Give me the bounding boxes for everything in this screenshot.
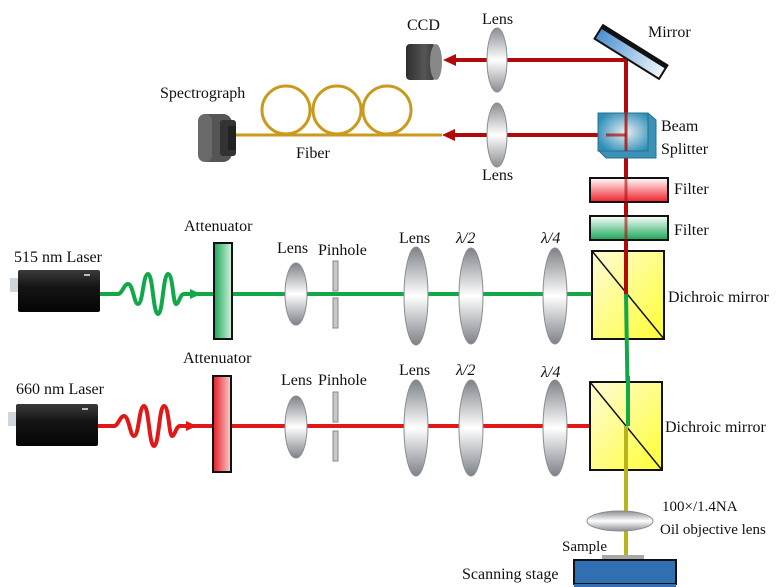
attenuator-green-label: Attenuator	[184, 218, 253, 235]
fiber	[236, 84, 442, 137]
lens-green-1	[284, 262, 308, 326]
arrow-to-fiber	[442, 129, 455, 141]
ccd-camera	[406, 44, 442, 80]
green-wave	[100, 271, 196, 317]
filter-green-label: Filter	[674, 222, 709, 239]
lens-red-2-label: Lens	[399, 362, 430, 379]
filter-red	[589, 177, 669, 203]
laser-660	[8, 404, 98, 446]
mirror-label: Mirror	[648, 24, 691, 41]
quarter-wave-plate-green-label: λ/4	[540, 230, 560, 247]
filter-red-label: Filter	[674, 181, 709, 198]
dichroic-2-label: Dichroic mirror	[665, 419, 767, 436]
half-wave-plate-green-label: λ/2	[455, 230, 475, 247]
lens-fiber-label: Lens	[482, 167, 513, 184]
lens-ccd-label: Lens	[482, 11, 513, 28]
laser-515	[10, 270, 100, 312]
scanning-stage	[573, 559, 677, 585]
pinhole-red-label: Pinhole	[318, 372, 367, 389]
pinhole-green-bottom	[332, 297, 339, 329]
lens-ccd	[486, 27, 508, 93]
half-wave-plate-green	[458, 247, 484, 345]
objective-label-1: 100×/1.4NA	[662, 499, 738, 515]
lens-green-2	[403, 246, 429, 346]
attenuator-green	[213, 242, 233, 340]
red-wave-arrow	[186, 421, 197, 431]
objective-label-2: Oil objective lens	[660, 522, 766, 538]
scanning-stage-base	[574, 584, 676, 587]
half-wave-plate-red	[458, 379, 484, 477]
pinhole-green-label: Pinhole	[318, 242, 367, 259]
lens-red-2	[403, 379, 429, 477]
sample-label: Sample	[562, 539, 607, 555]
quarter-wave-plate-red-label: λ/4	[540, 364, 560, 381]
lens-red-1-label: Lens	[281, 372, 312, 389]
arrow-to-ccd	[443, 54, 456, 66]
quarter-wave-plate-red	[542, 379, 568, 477]
dichroic-1-label: Dichroic mirror	[668, 289, 770, 306]
beam-splitter-label-2: Splitter	[661, 141, 709, 158]
objective-lens	[586, 510, 654, 532]
green-wave-arrow	[190, 289, 201, 299]
mirror	[593, 23, 669, 81]
quarter-wave-plate-green	[542, 247, 568, 345]
lens-fiber	[486, 102, 508, 168]
filter-green	[589, 215, 669, 241]
spectrograph-label: Spectrograph	[160, 85, 245, 102]
half-wave-plate-red-label: λ/2	[455, 362, 475, 379]
red-wave	[98, 403, 192, 449]
sample	[602, 555, 644, 560]
scanning-stage-label: Scanning stage	[462, 566, 558, 583]
lens-green-1-label: Lens	[277, 240, 308, 257]
laser-660-label: 660 nm Laser	[16, 381, 105, 398]
ccd-label: CCD	[407, 17, 440, 34]
beam-splitter	[597, 112, 657, 159]
fiber-label: Fiber	[296, 145, 330, 162]
lens-green-2-label: Lens	[399, 230, 430, 247]
pinhole-green-top	[332, 260, 339, 292]
laser-515-label: 515 nm Laser	[14, 249, 103, 266]
spectrograph	[198, 114, 236, 162]
beam-splitter-label-1: Beam	[661, 118, 699, 135]
pinhole-red-bottom	[332, 430, 339, 462]
pinhole-red-top	[332, 391, 339, 423]
attenuator-red	[212, 375, 232, 473]
lens-red-1	[284, 395, 308, 459]
attenuator-red-label: Attenuator	[183, 350, 252, 367]
